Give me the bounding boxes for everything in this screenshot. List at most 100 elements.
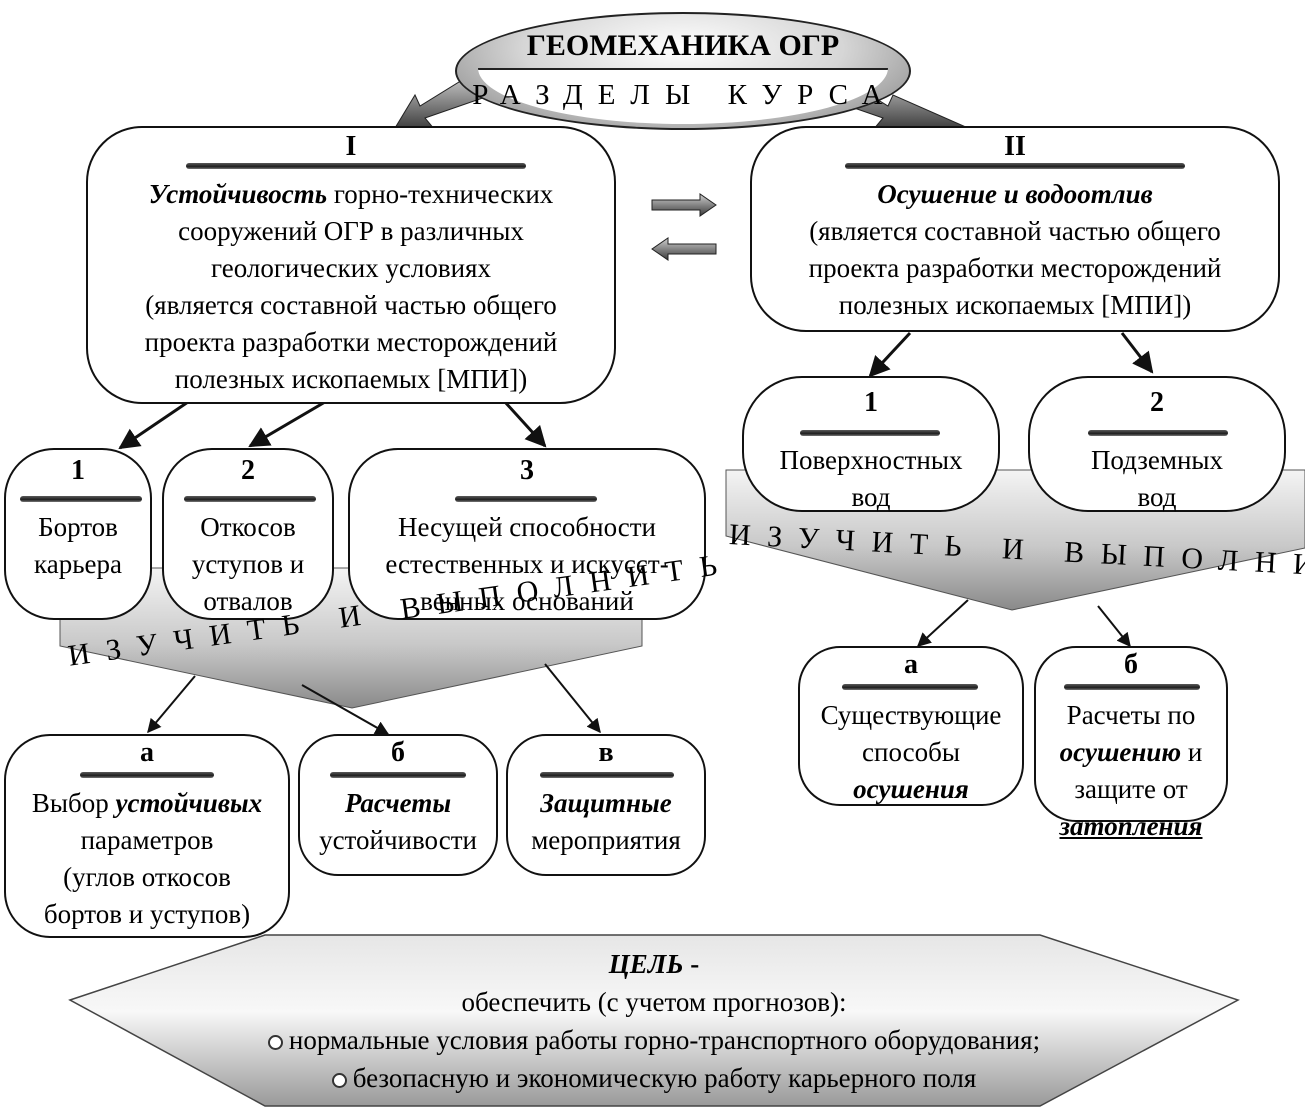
arrow-rband-to-task-b [1097, 605, 1131, 648]
right-task-b-after: и [1181, 737, 1203, 767]
arrow-sec1-to-item1 [118, 400, 189, 450]
right-task-a-box [798, 646, 1024, 806]
section-1-line: (является составной частью общего [145, 290, 557, 320]
arrow-to-right [651, 193, 717, 217]
arrow-sec1-to-item3 [503, 400, 547, 448]
left-item-2-box [162, 448, 334, 620]
right-item-2-rule [1088, 430, 1228, 436]
left-task-v-em: Защитные [540, 788, 672, 818]
right-task-a-text: Существующие способы осушения [798, 697, 1024, 808]
right-task-b-em2: затопления [1059, 811, 1203, 841]
left-task-b-rule [330, 772, 466, 778]
left-item-1-box [4, 448, 152, 620]
arrow-sec1-to-item2 [248, 400, 326, 448]
arrow-band-to-task-a [147, 675, 196, 734]
left-item-3-num: 3 [520, 455, 534, 486]
goal-bullet-2: безопасную и экономическую работу карьер… [70, 1059, 1238, 1097]
section-2-line: проекта разработки месторождений [808, 253, 1222, 283]
goal-shape [68, 934, 1240, 1107]
goal-line1: обеспечить (с учетом прогнозов): [461, 987, 847, 1017]
left-item-2-line: уступов и [191, 549, 305, 579]
bullet-icon [267, 1035, 283, 1051]
left-item-3-box [348, 448, 706, 620]
section-1-rule [186, 163, 526, 169]
right-task-b-rule [1064, 684, 1200, 690]
left-item-2-num: 2 [241, 455, 255, 486]
bullet-icon [331, 1073, 347, 1089]
left-task-v-line: мероприятия [531, 825, 681, 855]
left-task-b-letter: б [391, 737, 405, 768]
right-task-b-text: Расчеты по осушению и защите от затоплен… [1034, 697, 1228, 845]
goal-text: ЦЕЛЬ - обеспечить (с учетом прогнозов): … [70, 945, 1238, 1097]
left-item-2-text: Откосов уступов и отвалов [162, 509, 334, 620]
goal-dash: - [683, 949, 700, 979]
section-2-text: Осушение и водоотлив (является составной… [750, 176, 1280, 324]
right-item-2-line: вод [1137, 482, 1177, 512]
arrow-rband-to-task-a [916, 599, 969, 647]
left-item-2-line: Откосов [200, 512, 296, 542]
section-1-text: Устойчивость горно-технических сооружени… [86, 176, 616, 398]
section-1-line: геологических условиях [211, 253, 491, 283]
section-2-rule [845, 163, 1185, 169]
right-task-b-line: защите от [1074, 774, 1188, 804]
section-1-numeral: I [345, 131, 357, 162]
left-task-v-letter: в [598, 737, 614, 768]
left-task-a-letter: а [140, 737, 154, 768]
section-1-lead: Устойчивость [148, 179, 328, 209]
right-task-a-line: способы [862, 737, 960, 767]
left-task-a-em: устойчивых [115, 788, 263, 818]
section-2-box [750, 126, 1280, 332]
left-item-3-line: Несущей способности [398, 512, 656, 542]
right-item-2-text: Подземных вод [1028, 442, 1286, 516]
left-item-1-rule [20, 496, 142, 502]
left-task-a-box [4, 734, 290, 938]
left-item-1-num: 1 [71, 455, 85, 486]
section-1-line: проекта разработки месторождений [144, 327, 558, 357]
arrow-to-left [651, 237, 717, 261]
title-subtitle: РАЗДЕЛЫ КУРСА [472, 79, 898, 111]
arrow-band-to-task-b [301, 684, 390, 735]
right-task-b-em: осушению [1059, 737, 1182, 767]
arrow-sec2-to-item2 [1120, 332, 1154, 374]
left-task-b-em: Расчеты [344, 788, 452, 818]
left-task-b-text: Расчеты устойчивости [298, 785, 498, 859]
right-task-a-rule [842, 684, 978, 690]
section-1-line1: горно-технических [327, 179, 554, 209]
left-task-a-line: параметров [80, 825, 214, 855]
right-item-1-num: 1 [864, 387, 878, 418]
left-task-v-rule [540, 772, 674, 778]
left-task-b-box [298, 734, 498, 876]
left-item-3-line: естественных и искусст- [385, 549, 669, 579]
left-item-1-line: карьера [34, 549, 122, 579]
goal-bullet-1-text: нормальные условия работы горно-транспор… [288, 1025, 1041, 1055]
left-task-a-text: Выбор устойчивых параметров (углов откос… [4, 785, 290, 933]
right-item-1-line: вод [851, 482, 891, 512]
arrow-band-to-task-v [544, 663, 601, 734]
title-main: ГЕОМЕХАНИКА ОГР [526, 29, 840, 62]
section-2-line: (является составной частью общего [809, 216, 1221, 246]
right-task-a-line: Существующие [820, 700, 1002, 730]
left-task-a-pre: Выбор [31, 788, 116, 818]
section-1-box [86, 126, 616, 404]
left-item-1-line: Бортов [38, 512, 118, 542]
arrow-sec2-to-item1 [868, 331, 912, 378]
right-item-2-line: Подземных [1090, 445, 1224, 475]
left-item-2-rule [184, 496, 316, 502]
left-item-3-line: венных оснований [420, 586, 634, 616]
section-2-line: полезных ископаемых [МПИ]) [838, 290, 1192, 320]
goal-bullet-2-text: безопасную и экономическую работу карьер… [352, 1063, 977, 1093]
section-1-line: сооружений ОГР в различных [178, 216, 524, 246]
left-task-a-line: (углов откосов [63, 862, 231, 892]
left-task-a-line: бортов и уступов) [43, 899, 251, 929]
right-item-1-box [742, 376, 1000, 512]
goal-bullet-1: нормальные условия работы горно-транспор… [70, 1021, 1238, 1059]
left-item-3-text: Несущей способности естественных и искус… [348, 509, 706, 620]
right-item-1-rule [800, 430, 940, 436]
left-task-v-text: Защитные мероприятия [506, 785, 706, 859]
right-item-2-num: 2 [1150, 387, 1164, 418]
right-task-a-em: осушения [853, 774, 969, 804]
right-item-1-text: Поверхностных вод [742, 442, 1000, 516]
left-task-v-box [506, 734, 706, 876]
left-task-b-line: устойчивости [319, 825, 477, 855]
